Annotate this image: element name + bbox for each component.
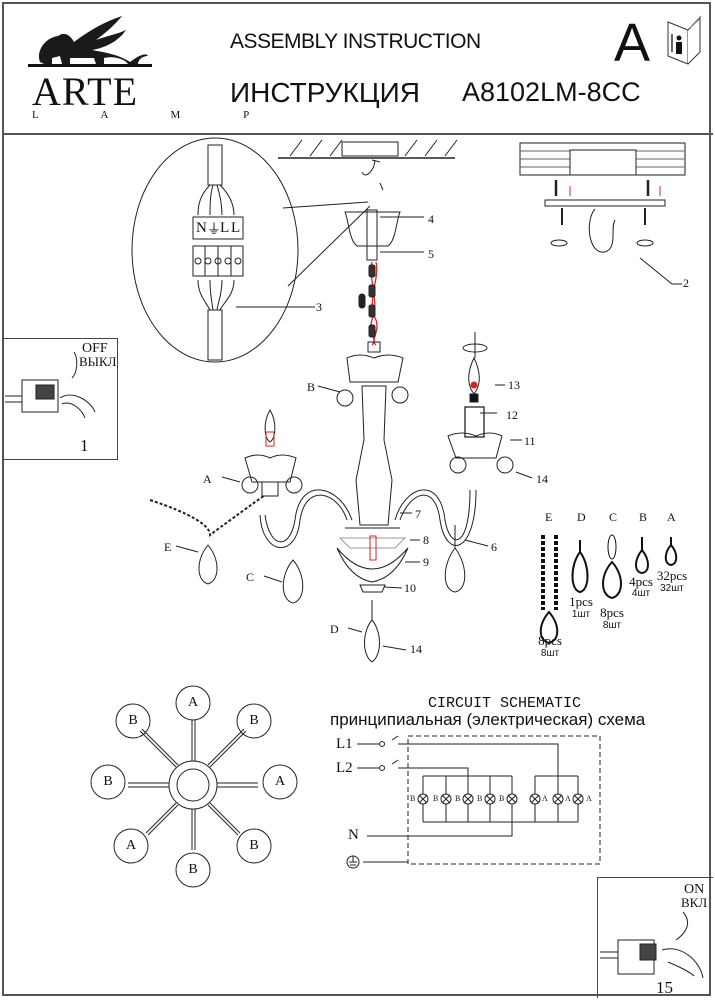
terminal-l2: L xyxy=(231,220,241,236)
crystal-callout-a: A xyxy=(203,472,212,486)
callout-14-lower: 14 xyxy=(410,642,422,656)
arm-top-right: B xyxy=(249,713,259,728)
terminal-n: N xyxy=(196,220,207,236)
lamp-label-5: B xyxy=(499,794,505,803)
crystal-callout-c: C xyxy=(246,570,255,584)
qty-b-en: 4pcs xyxy=(629,574,653,589)
callout-3: 3 xyxy=(316,300,322,314)
lamp-label-2: B xyxy=(433,794,439,803)
callout-10: 10 xyxy=(404,581,416,595)
title-russian: ИНСТРУКЦИЯ xyxy=(230,77,420,108)
model-number: A8102LM-8CC xyxy=(462,77,641,107)
on-label-en: ON xyxy=(684,882,705,897)
lamp-label-7: A xyxy=(565,794,571,803)
callout-8: 8 xyxy=(423,533,429,547)
callout-5: 5 xyxy=(428,247,434,261)
wiring-detail-bubble xyxy=(131,137,299,363)
step-15-number: 15 xyxy=(656,978,673,997)
legend-type-e: E xyxy=(545,510,553,524)
callout-7: 7 xyxy=(415,507,421,521)
circuit-title-ru: принципиальная (электрическая) схема xyxy=(330,710,646,729)
callout-6: 6 xyxy=(491,540,497,554)
lamp-label-8: A xyxy=(586,794,592,803)
qty-e-ru: 8шт xyxy=(540,648,560,659)
qty-a-en: 32pcs xyxy=(656,568,688,583)
qty-d-ru: 1шт xyxy=(571,609,591,620)
terminal-ground-icon: ⏚ xyxy=(207,223,221,238)
callout-14-upper: 14 xyxy=(536,472,548,486)
qty-b-ru: 4шт xyxy=(631,588,651,599)
terminal-l1: L xyxy=(220,220,230,236)
qty-d-en: 1pcs xyxy=(569,594,593,609)
off-label-ru: ВЫКЛ xyxy=(79,354,117,369)
legend-type-d: D xyxy=(577,510,586,524)
legend-type-c: C xyxy=(609,510,618,524)
brand-name: ARTE xyxy=(32,69,139,114)
step-1-switch-off xyxy=(2,338,118,460)
legend-type-a: A xyxy=(667,510,676,524)
qty-c-ru: 8шт xyxy=(602,620,622,631)
callout-2: 2 xyxy=(683,276,689,290)
circuit-title-en: CIRCUIT SCHEMATIC xyxy=(428,695,582,712)
callout-12: 12 xyxy=(506,408,518,422)
arm-right: A xyxy=(274,774,286,789)
lamp-label-1: B xyxy=(410,794,416,803)
brand-subtitle: L A M P xyxy=(32,109,280,121)
lamp-label-4: B xyxy=(477,794,483,803)
crystal-callout-b: B xyxy=(307,380,316,394)
step-15-switch-on xyxy=(597,877,713,998)
lamp-label-3: B xyxy=(455,794,461,803)
crystal-callout-e: E xyxy=(164,540,172,554)
sheet-letter: A xyxy=(614,13,651,73)
callout-13: 13 xyxy=(508,378,520,392)
qty-a-ru: 32шт xyxy=(660,583,684,594)
arm-spokes xyxy=(128,720,258,850)
callout-9: 9 xyxy=(423,555,429,569)
step-1-number: 1 xyxy=(80,436,89,455)
input-n: N xyxy=(348,827,359,843)
lamp-label-6: A xyxy=(542,794,548,803)
legend-type-b: B xyxy=(639,510,648,524)
title-english: ASSEMBLY INSTRUCTION xyxy=(230,30,481,53)
manual-info-icon xyxy=(667,15,702,65)
arm-left: B xyxy=(103,774,113,789)
header-divider xyxy=(2,133,713,135)
off-label-en: OFF xyxy=(82,341,108,356)
arm-bottom-right: B xyxy=(249,838,259,853)
input-l2: L2 xyxy=(336,760,353,776)
callout-4: 4 xyxy=(428,212,434,226)
arm-top-left: B xyxy=(128,713,138,728)
arm-top: A xyxy=(187,695,199,710)
on-label-ru: ВКЛ xyxy=(681,895,708,910)
qty-e-en: 8pcs xyxy=(538,633,562,648)
qty-c-en: 8pcs xyxy=(600,605,624,620)
arm-bottom: B xyxy=(188,862,198,877)
callout-11: 11 xyxy=(524,434,536,448)
input-l1: L1 xyxy=(336,736,353,752)
crystal-callout-d: D xyxy=(330,622,339,636)
arm-bottom-left: A xyxy=(125,838,137,853)
